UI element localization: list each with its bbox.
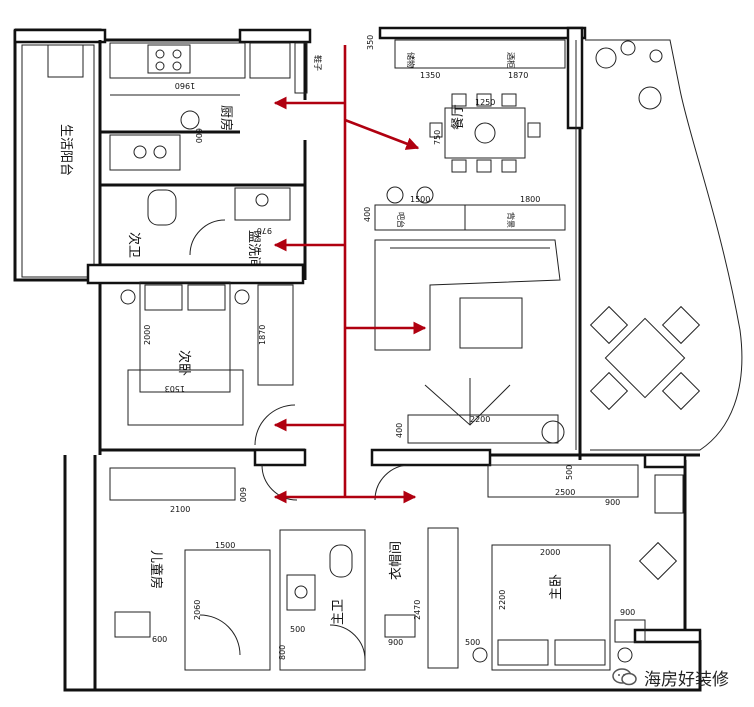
kitchen: 1960 厨房 600 鞋子 xyxy=(100,42,323,187)
svg-text:750: 750 xyxy=(433,130,442,145)
watermark-text: 海房好装修 xyxy=(644,669,729,690)
svg-text:970: 970 xyxy=(257,226,272,235)
svg-text:2200: 2200 xyxy=(498,590,507,610)
cloakroom: 2470 衣帽间 900 500 xyxy=(384,527,480,669)
svg-text:1800: 1800 xyxy=(520,195,540,204)
svg-text:500: 500 xyxy=(290,625,305,634)
room-label-washroom: 盥洗间 xyxy=(246,230,261,269)
svg-text:2100: 2100 xyxy=(170,505,190,514)
living-room: 2200 400 xyxy=(374,239,561,444)
shoe-cabinet-label: 鞋子 xyxy=(313,55,323,71)
svg-text:1503: 1503 xyxy=(165,384,185,393)
second-bathroom: 970 次卫 盥洗间 xyxy=(100,140,307,280)
svg-text:600: 600 xyxy=(238,487,247,502)
watermark: 海房好装修 xyxy=(612,664,729,690)
bar-label: 吧台 xyxy=(396,212,406,228)
room-label-living-balcony: 生活阳台 xyxy=(58,124,73,176)
svg-text:1870: 1870 xyxy=(508,71,528,80)
svg-text:600: 600 xyxy=(152,635,167,644)
svg-text:900: 900 xyxy=(388,638,403,647)
plant-icon xyxy=(541,40,663,444)
svg-text:2200: 2200 xyxy=(470,415,490,424)
svg-text:2500: 2500 xyxy=(555,488,575,497)
room-label-master-bath: 主卫 xyxy=(331,599,346,625)
room-label-dining: 餐厅 xyxy=(450,104,466,130)
back-wall-label: 背景 xyxy=(506,212,516,228)
svg-text:400: 400 xyxy=(363,207,372,222)
svg-text:600: 600 xyxy=(194,128,203,143)
corridor-walls xyxy=(253,448,492,501)
svg-text:900: 900 xyxy=(620,608,635,617)
living-balcony: 生活阳台 xyxy=(21,44,95,278)
svg-text:1500: 1500 xyxy=(410,195,430,204)
room-label-cloakroom: 衣帽间 xyxy=(388,541,404,580)
balcony-table xyxy=(589,305,701,411)
svg-text:800: 800 xyxy=(278,645,287,660)
svg-text:500: 500 xyxy=(465,638,480,647)
svg-text:2470: 2470 xyxy=(413,600,422,620)
master-bedroom: 500 2500 900 2000 2200 主卧 900 xyxy=(472,464,684,671)
dining-cabinet-label: 储物 xyxy=(406,52,416,68)
svg-text:1500: 1500 xyxy=(215,541,235,550)
svg-text:400: 400 xyxy=(395,423,404,438)
room-label-kitchen: 厨房 xyxy=(218,105,234,131)
room-label-second-bath: 次卫 xyxy=(126,232,142,258)
svg-text:900: 900 xyxy=(605,498,620,507)
bar-counter: 1500 1800 400 吧台 背景 xyxy=(363,186,566,231)
svg-text:2000: 2000 xyxy=(143,325,152,345)
svg-text:500: 500 xyxy=(565,465,574,480)
room-label-second-bedroom: 次卧 xyxy=(176,350,192,376)
svg-text:1250: 1250 xyxy=(475,98,495,107)
svg-text:1960: 1960 xyxy=(175,81,195,90)
room-label-kids: 儿童房 xyxy=(148,550,164,589)
exterior-walls xyxy=(13,26,702,692)
svg-text:2060: 2060 xyxy=(193,600,202,620)
circulation-arrows xyxy=(273,45,427,504)
dining-room: 350 1350 1870 储物 酒柜 1250 750 餐厅 xyxy=(366,35,566,173)
kids-room: 600 2100 1500 2060 600 儿童房 xyxy=(109,467,271,671)
master-bathroom: 500 800 主卫 xyxy=(278,529,366,671)
balcony-outline xyxy=(541,39,743,451)
svg-text:1870: 1870 xyxy=(258,325,267,345)
svg-text:350: 350 xyxy=(366,35,375,50)
svg-text:2000: 2000 xyxy=(540,548,560,557)
svg-text:1350: 1350 xyxy=(420,71,440,80)
room-label-master-bedroom: 主卧 xyxy=(549,574,564,600)
second-bedroom: 2000 1870 1503 次卧 xyxy=(86,263,305,452)
wine-cabinet-label: 酒柜 xyxy=(506,52,516,68)
wechat-icon xyxy=(612,668,637,686)
